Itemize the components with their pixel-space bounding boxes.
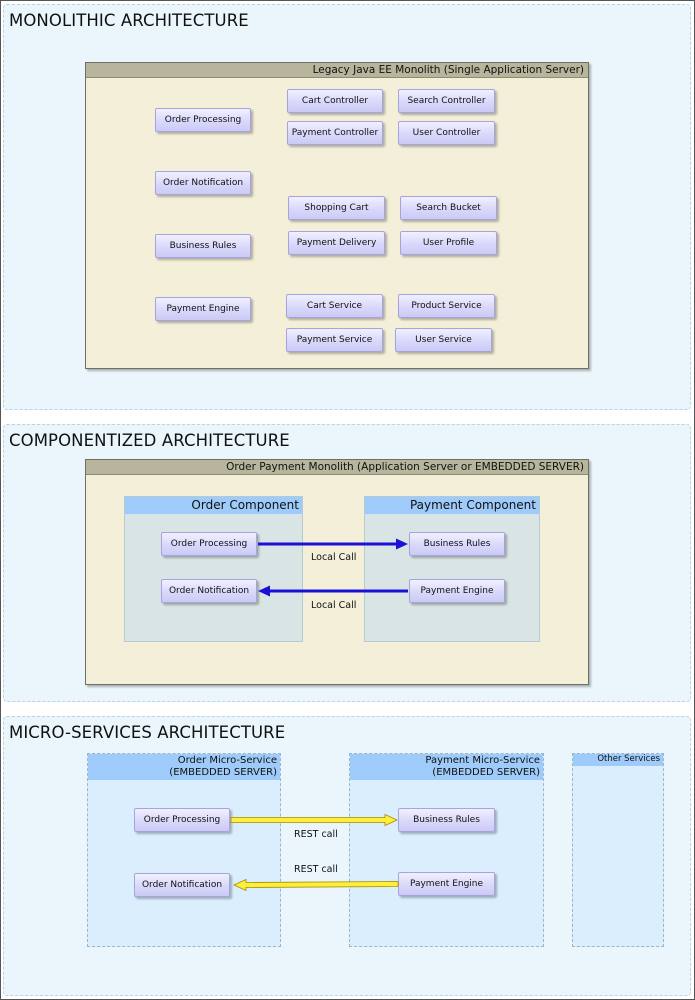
payment-engine-box: Payment Engine — [398, 872, 495, 896]
user-service-box: User Service — [395, 328, 492, 352]
order-component: Order Component — [124, 496, 303, 642]
payment-engine-box: Payment Engine — [155, 297, 251, 321]
cart-controller-box: Cart Controller — [287, 89, 383, 113]
local-call-label: Local Call — [311, 552, 357, 563]
payment-microservice: Payment Micro-Service (EMBEDDED SERVER) — [349, 753, 544, 947]
payment-microservice-server: (EMBEDDED SERVER) — [432, 767, 540, 778]
local-call-arrow-left — [258, 585, 408, 597]
payment-component: Payment Component — [364, 496, 540, 642]
order-microservice-server: (EMBEDDED SERVER) — [169, 767, 277, 778]
componentized-title: COMPONENTIZED ARCHITECTURE — [9, 431, 290, 450]
payment-service-box: Payment Service — [286, 328, 383, 352]
local-call-arrow-right — [258, 538, 408, 550]
user-profile-box: User Profile — [400, 231, 497, 255]
search-controller-box: Search Controller — [398, 89, 495, 113]
rest-call-arrow-left — [233, 878, 399, 892]
legacy-monolith-label: Legacy Java EE Monolith (Single Applicat… — [86, 63, 588, 78]
payment-microservice-label: Payment Micro-Service (EMBEDDED SERVER) — [350, 754, 543, 780]
payment-microservice-name: Payment Micro-Service — [425, 755, 540, 766]
payment-controller-box: Payment Controller — [287, 121, 383, 145]
business-rules-box: Business Rules — [155, 234, 251, 258]
order-notification-box: Order Notification — [155, 171, 251, 195]
order-payment-monolith-label: Order Payment Monolith (Application Serv… — [86, 460, 588, 475]
other-services-label: Other Services — [573, 754, 663, 766]
product-service-box: Product Service — [398, 294, 495, 318]
order-notification-box: Order Notification — [134, 873, 230, 897]
payment-engine-box: Payment Engine — [409, 579, 505, 603]
microservices-title: MICRO-SERVICES ARCHITECTURE — [9, 723, 286, 742]
business-rules-box: Business Rules — [398, 808, 495, 832]
order-microservice-name: Order Micro-Service — [177, 755, 277, 766]
other-services: Other Services — [572, 753, 664, 947]
order-processing-box: Order Processing — [134, 808, 230, 832]
user-controller-box: User Controller — [398, 121, 495, 145]
cart-service-box: Cart Service — [286, 294, 383, 318]
payment-component-label: Payment Component — [365, 497, 539, 514]
order-processing-box: Order Processing — [155, 108, 251, 132]
monolithic-title: MONOLITHIC ARCHITECTURE — [9, 11, 249, 30]
order-microservice: Order Micro-Service (EMBEDDED SERVER) — [87, 753, 281, 947]
order-notification-box: Order Notification — [161, 579, 257, 603]
rest-call-label: REST call — [294, 829, 338, 840]
payment-delivery-box: Payment Delivery — [288, 231, 385, 255]
rest-call-arrow-right — [230, 813, 398, 827]
local-call-label: Local Call — [311, 600, 357, 611]
order-component-label: Order Component — [125, 497, 302, 514]
search-bucket-box: Search Bucket — [400, 196, 497, 220]
other-services-name: Other Services — [597, 754, 660, 764]
business-rules-box: Business Rules — [409, 532, 505, 556]
shopping-cart-box: Shopping Cart — [288, 196, 385, 220]
order-processing-box: Order Processing — [161, 532, 257, 556]
order-microservice-label: Order Micro-Service (EMBEDDED SERVER) — [88, 754, 280, 780]
rest-call-label: REST call — [294, 864, 338, 875]
